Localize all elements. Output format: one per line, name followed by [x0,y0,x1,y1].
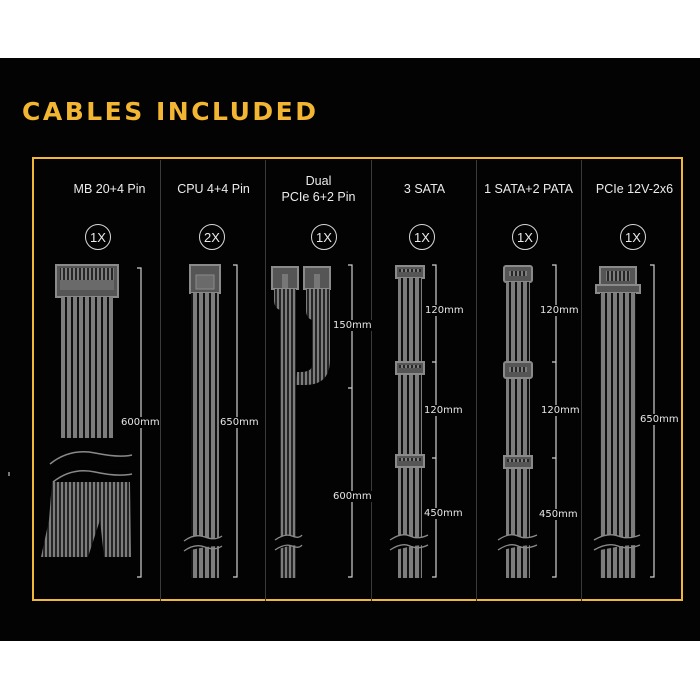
quantity-badge: 1X [620,224,646,250]
column-divider [476,160,477,601]
cable-label-sata-pata: 1 SATA+2 PATA [484,182,573,196]
dimension-label: 650mm [220,417,259,428]
quantity-badge: 1X [85,224,111,250]
dimension-label: 650mm [640,414,679,425]
cable-label-sata: 3 SATA [403,182,446,196]
cable-label-pcie-line1: Dual [305,174,332,188]
dimension-label: 120mm [425,305,464,316]
dual-pcie-cable-icon [271,264,353,578]
cable-label-12v-2x6: PCIe 12V-2x6 [595,182,674,196]
sata-cable-icon [389,264,437,578]
dimension-label: 150mm [333,320,372,331]
cable-label-pcie-line2: PCIe 6+2 Pin [281,190,356,204]
column-divider [265,160,266,601]
artifact-dot [8,472,10,476]
quantity-badge: 2X [199,224,225,250]
dimension-label: 600mm [333,491,372,502]
cable-label-cpu: CPU 4+4 Pin [177,182,250,196]
dimension-label: 450mm [539,509,578,520]
pcie-12v-2x6-cable-icon [593,264,655,578]
column-divider [160,160,161,601]
quantity-badge: 1X [409,224,435,250]
page-title: CABLES INCLUDED [22,97,319,126]
dimension-label: 450mm [424,508,463,519]
sata-pata-cable-icon [497,264,557,578]
quantity-badge: 1X [512,224,538,250]
dimension-label: 600mm [121,417,160,428]
dimension-label: 120mm [540,305,579,316]
dimension-label: 120mm [541,405,580,416]
column-divider [371,160,372,601]
cables-frame [32,157,683,601]
column-divider [581,160,582,601]
mb-24pin-cable-icon [41,264,142,578]
cable-label-mb: MB 20+4 Pin [73,182,146,196]
dimension-label: 120mm [424,405,463,416]
quantity-badge: 1X [311,224,337,250]
